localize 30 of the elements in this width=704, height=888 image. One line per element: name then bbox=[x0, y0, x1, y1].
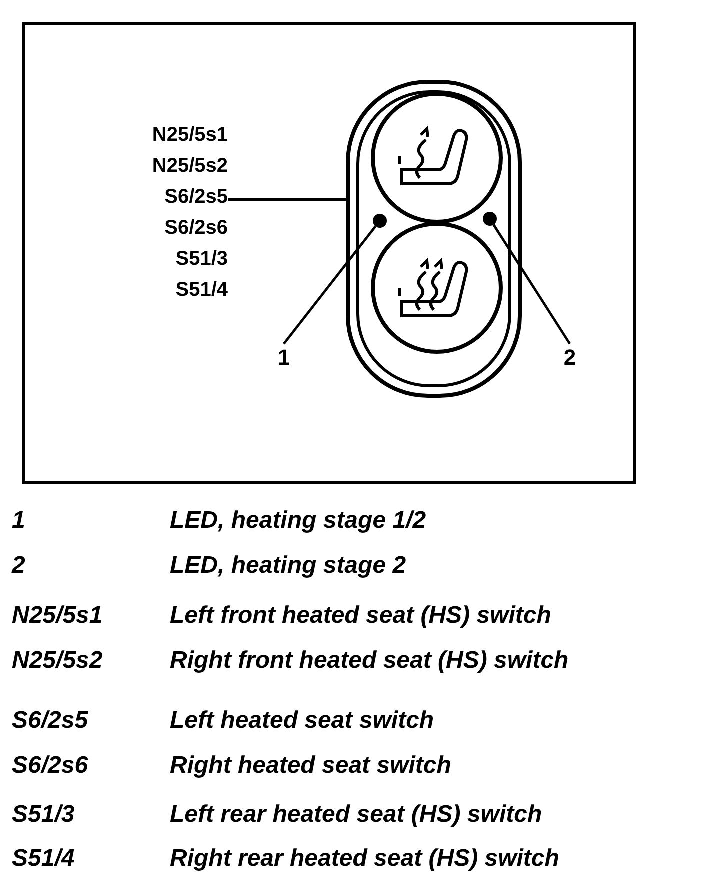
part-code: 1 bbox=[12, 506, 26, 536]
description-text: LED, heating stage 1/2 bbox=[170, 506, 426, 536]
part-code: S51/4 bbox=[174, 278, 228, 303]
part-code: S6/2s6 bbox=[164, 216, 228, 241]
description-text: Left rear heated seat (HS) switch bbox=[170, 800, 542, 830]
switch-drawing bbox=[346, 80, 522, 398]
part-code: S6/2s5 bbox=[12, 706, 88, 736]
led-dot bbox=[373, 214, 387, 228]
part-code: S51/3 bbox=[12, 800, 75, 830]
part-code: N25/5s2 bbox=[151, 154, 228, 179]
led-dot bbox=[483, 212, 497, 226]
part-code: S51/4 bbox=[12, 844, 75, 874]
part-code: N25/5s1 bbox=[151, 123, 228, 148]
description-text: LED, heating stage 2 bbox=[170, 551, 406, 581]
callout-number: 1 bbox=[274, 344, 294, 372]
description-text: Right front heated seat (HS) switch bbox=[170, 646, 569, 676]
leader-line bbox=[228, 198, 346, 202]
part-code: S51/3 bbox=[174, 247, 228, 272]
leader-line bbox=[283, 226, 377, 345]
description-text: Right rear heated seat (HS) switch bbox=[170, 844, 560, 874]
part-code: N25/5s1 bbox=[12, 601, 103, 631]
leader-line bbox=[492, 224, 572, 345]
part-code: S6/2s5 bbox=[164, 185, 228, 210]
callout-number: 2 bbox=[560, 344, 580, 372]
part-code: 2 bbox=[12, 551, 26, 581]
description-text: Left heated seat switch bbox=[170, 706, 434, 736]
part-code: N25/5s2 bbox=[12, 646, 103, 676]
part-code: S6/2s6 bbox=[12, 751, 88, 781]
description-text: Left front heated seat (HS) switch bbox=[170, 601, 552, 631]
description-text: Right heated seat switch bbox=[170, 751, 452, 781]
